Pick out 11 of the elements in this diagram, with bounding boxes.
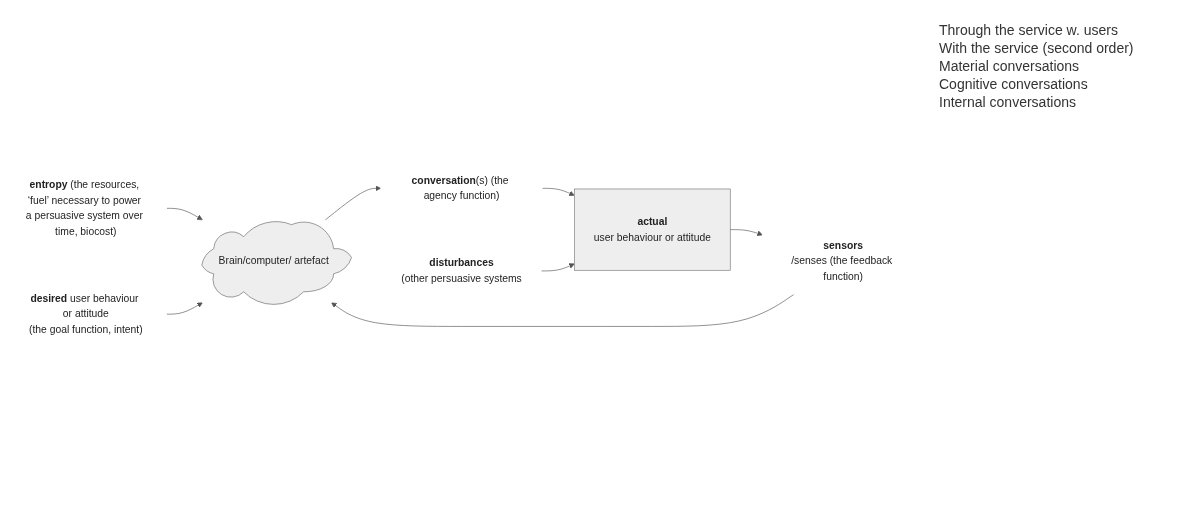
node-text: sensors /senses (the feedback function) [791,240,893,283]
note-text: Material conversations [939,58,1081,74]
node-text: entropy (the resources, ‘fuel’ necessary to power a persuasive system over time, biocost) [25,179,143,238]
note-text: With the service (second order) [939,40,1135,56]
note-text: Through the service w. users [939,22,1119,38]
node-text: desired user behaviour or attitude (the goal function, intent) [29,293,143,336]
note-text: Internal conversations [939,94,1077,110]
note-text: Cognitive conversations [939,76,1089,92]
node-box: actual user behaviour or attitude [574,189,731,271]
node-text: disturbances (other persuasive systems [401,257,522,285]
node-text: conversation(s) (the agency function) [411,175,509,202]
